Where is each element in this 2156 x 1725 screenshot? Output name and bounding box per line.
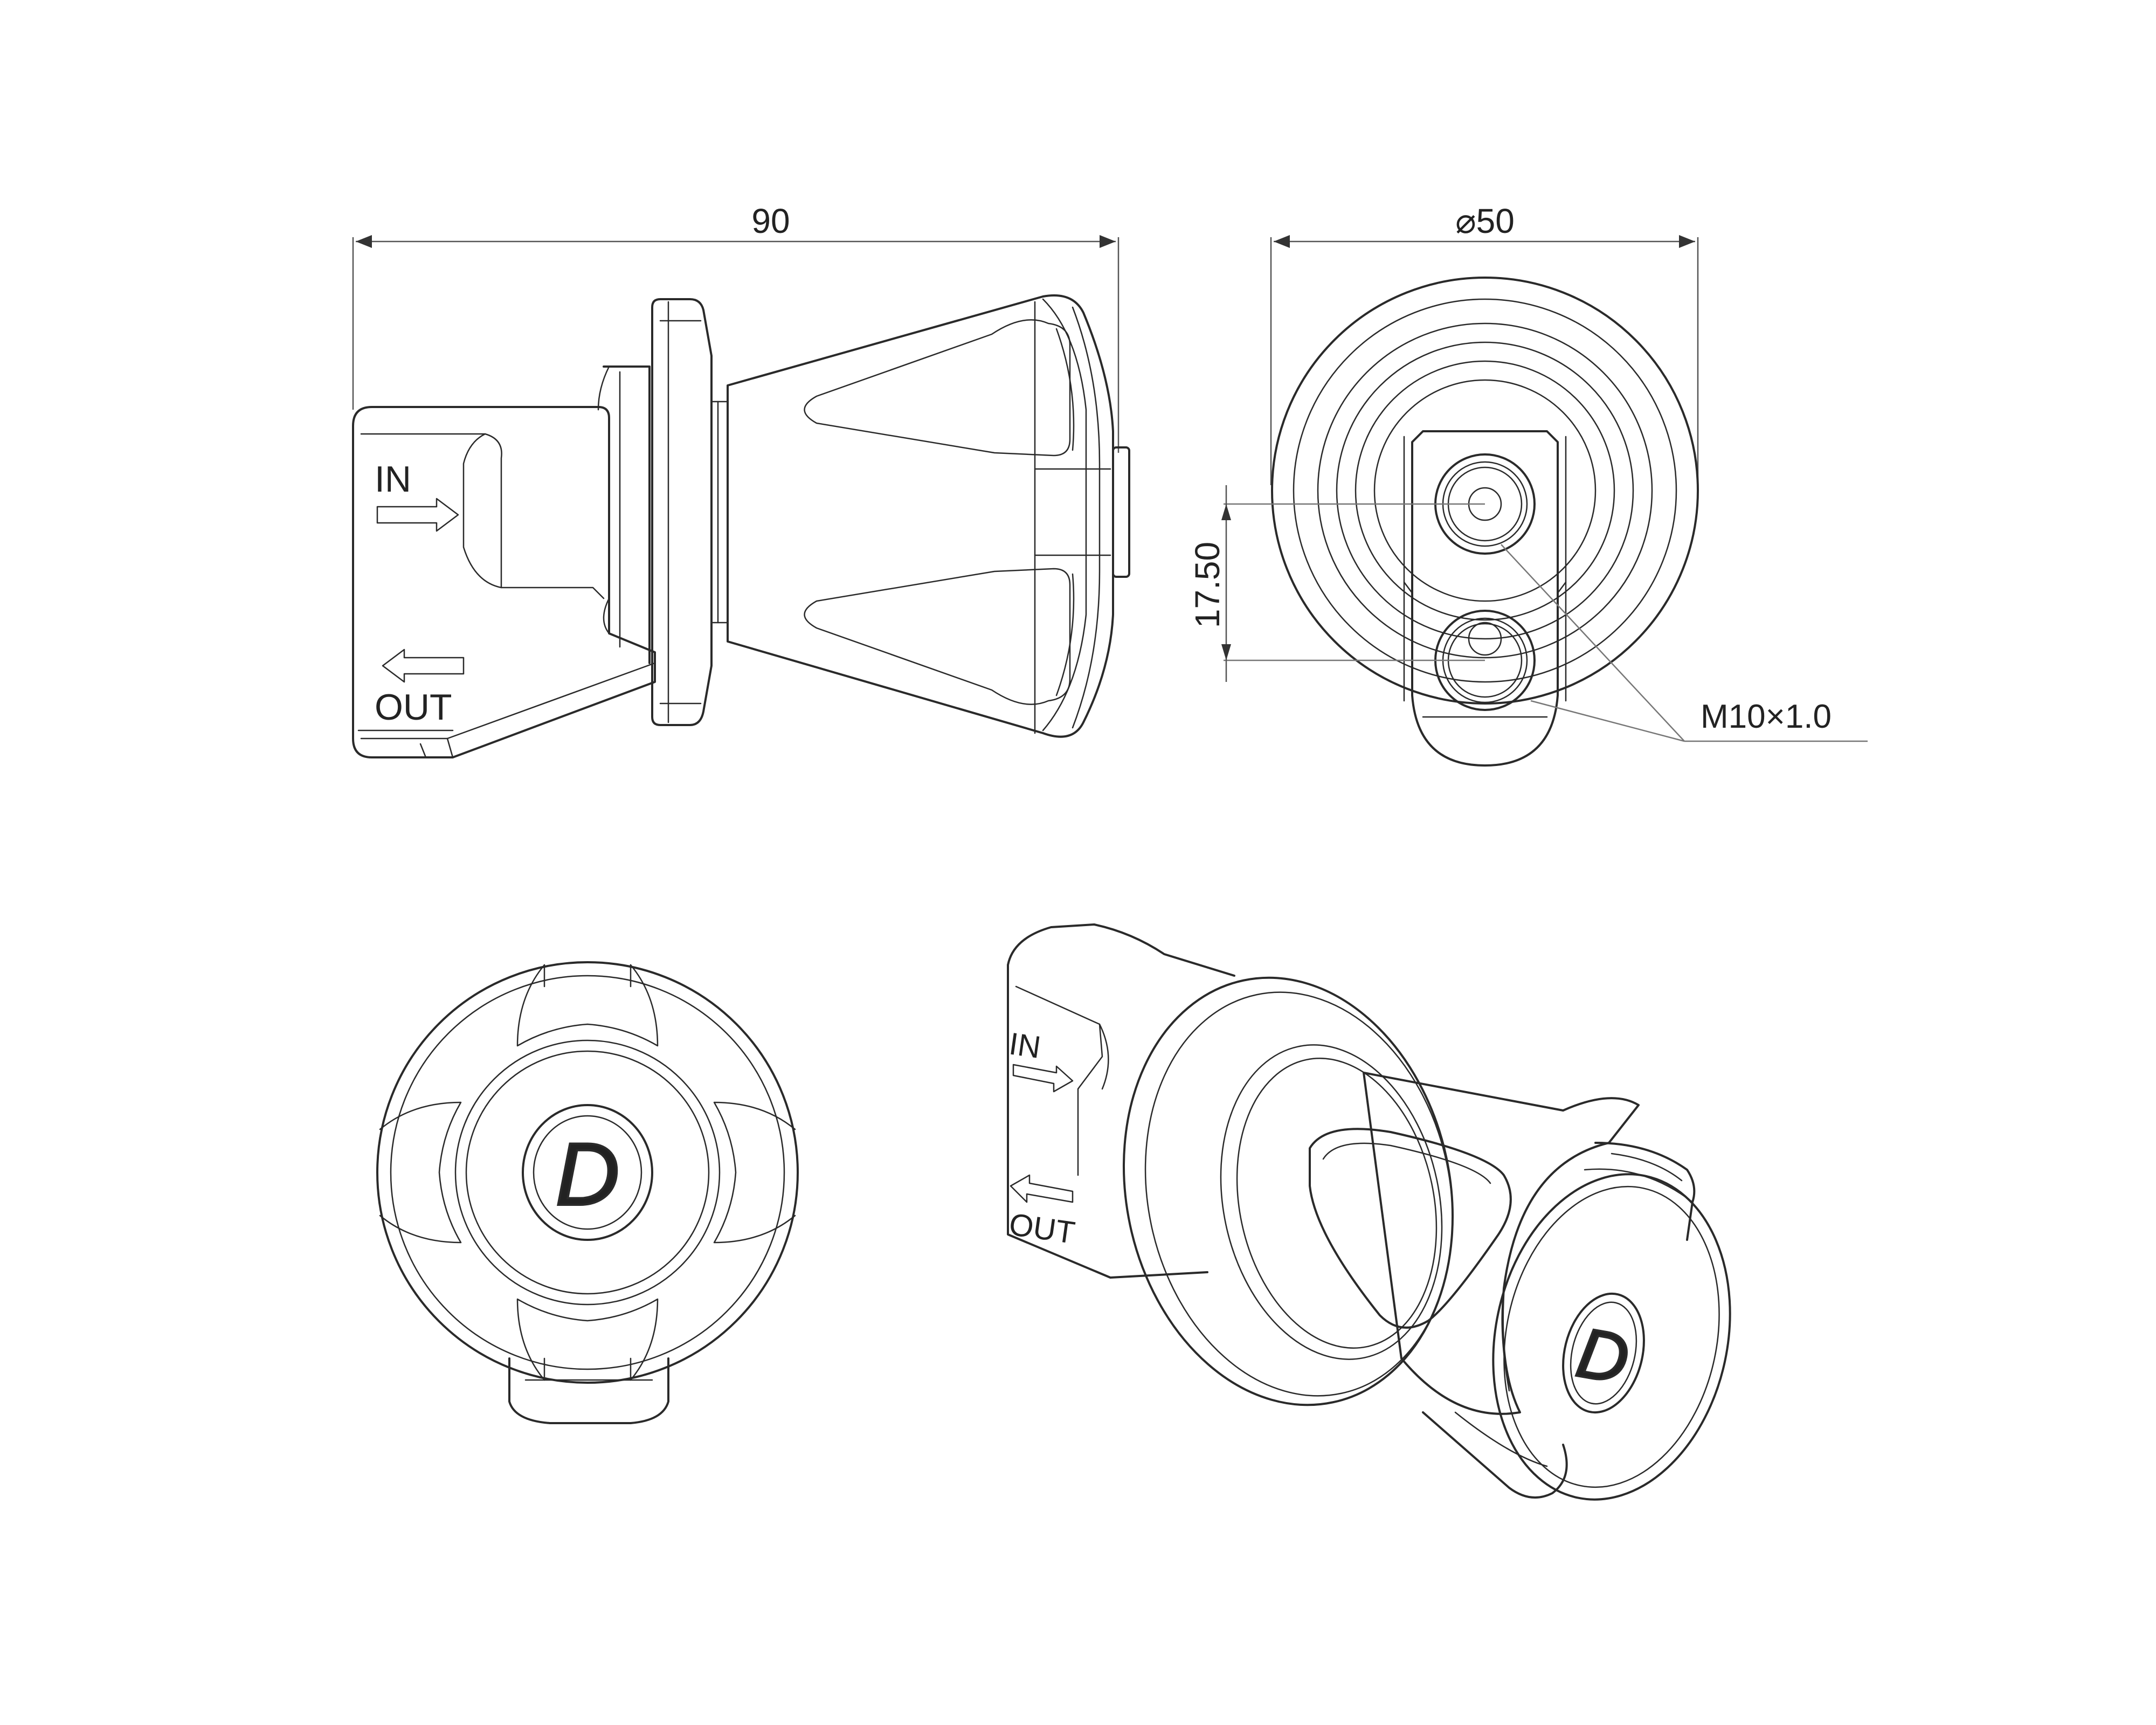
flange-rings xyxy=(1271,277,1699,705)
thread-callout: M10×1.0 xyxy=(1501,544,1868,742)
thread-label: M10×1.0 xyxy=(1701,698,1832,735)
iso-flange xyxy=(1122,976,1454,1406)
top-view: D xyxy=(376,961,799,1424)
outlet-marking: OUT xyxy=(375,648,465,728)
dimension-hole-spacing: 17.50 xyxy=(1188,485,1485,682)
knob-cone xyxy=(727,294,1130,738)
inlet-marking: IN xyxy=(375,459,459,532)
dimension-label-90: 90 xyxy=(751,202,790,240)
dimension-label-diameter: ⌀50 xyxy=(1455,202,1515,240)
iso-housing: IN OUT xyxy=(1007,923,1235,1279)
logo-letter: D xyxy=(555,1124,619,1224)
side-view: 90 IN OUT xyxy=(352,202,1130,758)
port-block xyxy=(1403,430,1567,767)
iso-inlet-label: IN xyxy=(1007,1026,1042,1065)
mounting-flange xyxy=(651,298,729,726)
dimension-diameter: ⌀50 xyxy=(1270,202,1699,485)
end-view: ⌀50 xyxy=(1188,202,1868,767)
dimension-label-17-50: 17.50 xyxy=(1188,542,1227,628)
iso-knob: D xyxy=(1309,1072,1731,1501)
inlet-label: IN xyxy=(375,459,411,500)
valve-housing xyxy=(352,365,656,758)
isometric-view: IN OUT xyxy=(1007,923,1731,1501)
logo-badge: D xyxy=(522,1104,653,1241)
outlet-label: OUT xyxy=(375,687,452,728)
dimension-overall-length: 90 xyxy=(352,202,1120,453)
iso-outlet-label: OUT xyxy=(1007,1207,1077,1251)
